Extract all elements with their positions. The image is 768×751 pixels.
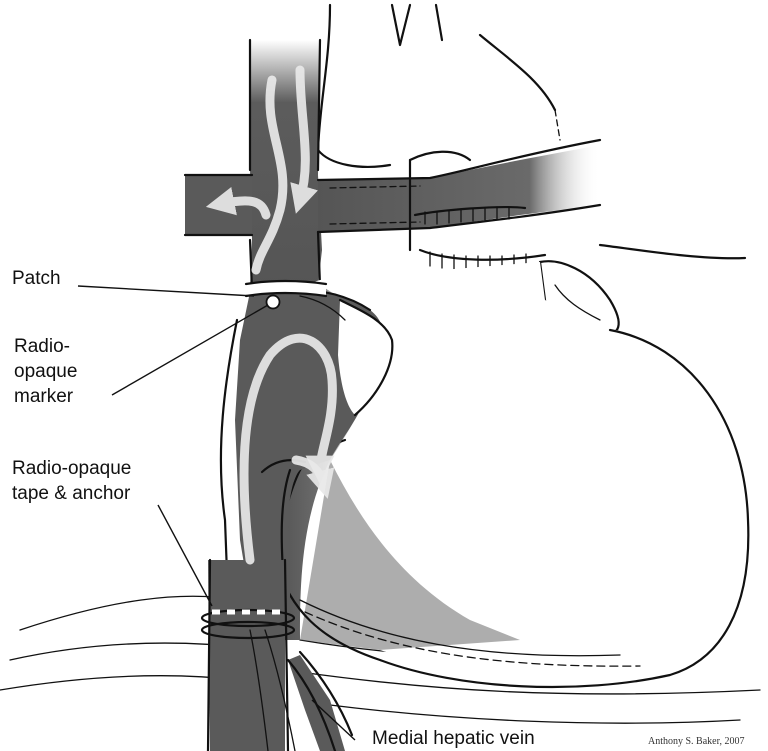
label-marker-line2: opaque bbox=[14, 361, 77, 382]
inferior-vena-cava bbox=[208, 560, 295, 751]
label-marker-line1: Radio- bbox=[14, 336, 70, 357]
label-tape-line1: Radio-opaque bbox=[12, 458, 131, 479]
label-marker-line3: marker bbox=[14, 386, 74, 407]
label-hepatic-vein: Medial hepatic vein bbox=[372, 728, 535, 749]
neck-vessels bbox=[318, 5, 560, 150]
radio-opaque-marker bbox=[267, 296, 280, 309]
label-tape-line2: tape & anchor bbox=[12, 483, 131, 504]
artist-credit: Anthony S. Baker, 2007 bbox=[648, 736, 745, 747]
medial-hepatic-vein bbox=[288, 652, 352, 751]
label-patch: Patch bbox=[12, 268, 61, 289]
patch bbox=[246, 281, 326, 296]
